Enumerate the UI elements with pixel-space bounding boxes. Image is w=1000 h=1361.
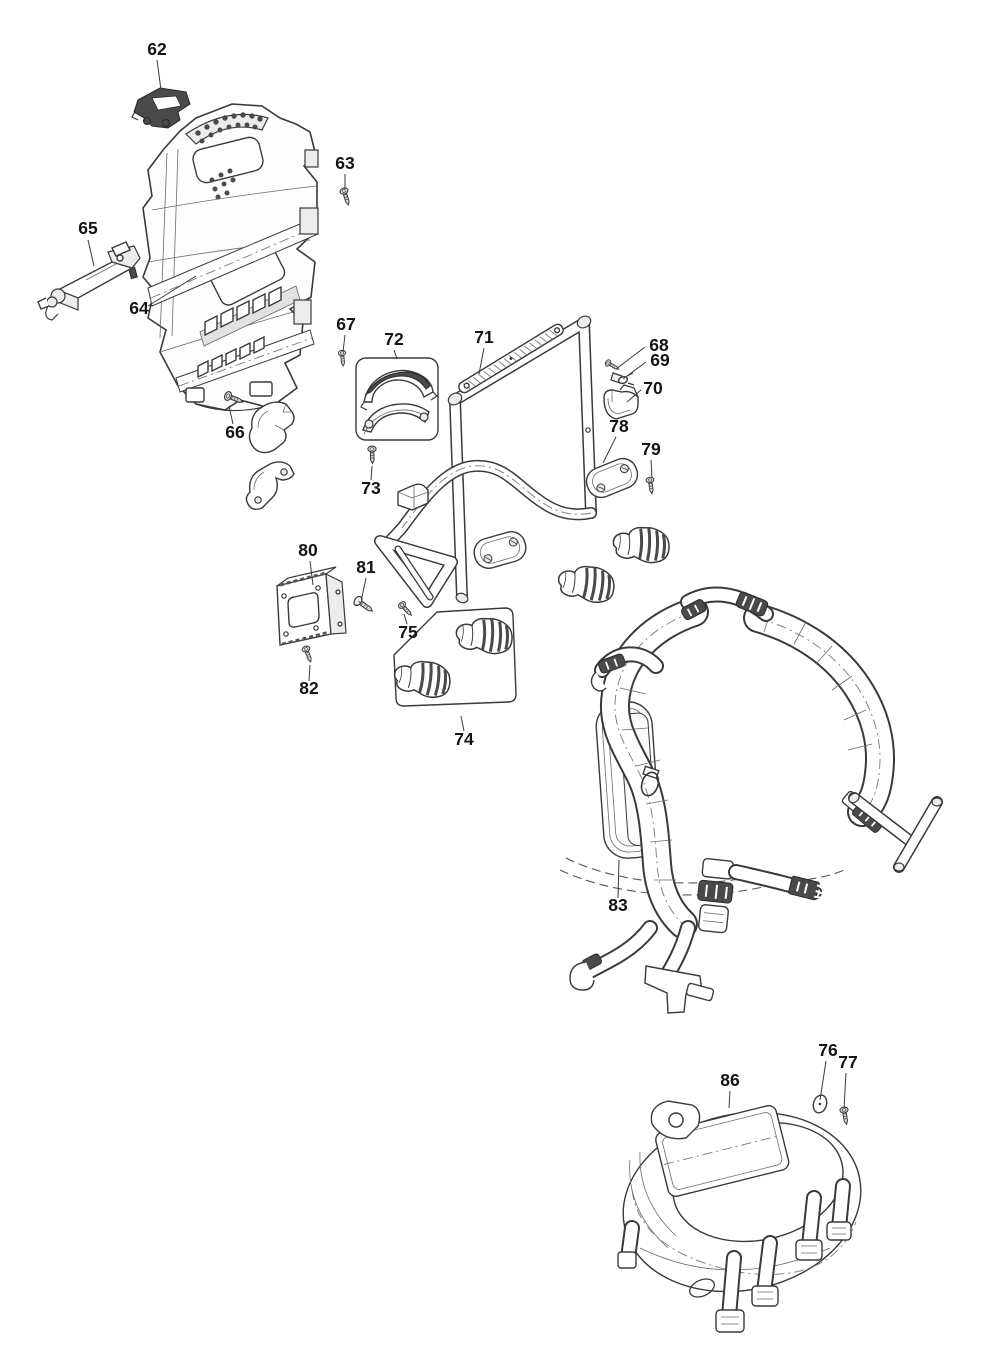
callout-82: 82 bbox=[299, 664, 319, 698]
callout-74: 74 bbox=[454, 715, 474, 749]
part-73-screw bbox=[367, 445, 378, 465]
part-number-81: 81 bbox=[356, 557, 376, 577]
callout-79: 79 bbox=[641, 439, 661, 479]
part-80-bracket-plate bbox=[276, 566, 347, 646]
clamp-upper-right bbox=[610, 522, 673, 566]
callout-64: 64 bbox=[129, 275, 197, 318]
part-86-belt-housing bbox=[617, 1100, 862, 1333]
callout-77: 77 bbox=[838, 1052, 858, 1110]
callout-76: 76 bbox=[818, 1040, 838, 1101]
callout-78: 78 bbox=[602, 416, 629, 464]
part-63-screw bbox=[338, 186, 353, 207]
part-number-70: 70 bbox=[643, 378, 663, 398]
part-number-82: 82 bbox=[299, 678, 319, 698]
part-76-washer bbox=[812, 1094, 828, 1114]
callout-75: 75 bbox=[398, 613, 418, 642]
part-number-83: 83 bbox=[608, 895, 628, 915]
part-75-screw bbox=[396, 599, 415, 619]
part-number-68: 68 bbox=[649, 335, 669, 355]
part-number-74: 74 bbox=[454, 729, 474, 749]
callout-67: 67 bbox=[336, 314, 356, 353]
duct-elbow-upper bbox=[248, 401, 295, 454]
part-77-screw bbox=[838, 1105, 852, 1126]
part-82-screw bbox=[300, 644, 315, 664]
part-number-78: 78 bbox=[609, 416, 629, 436]
part-number-65: 65 bbox=[78, 218, 98, 238]
part-number-73: 73 bbox=[361, 478, 381, 498]
part-70-holder-clip bbox=[603, 384, 639, 420]
part-number-80: 80 bbox=[298, 540, 318, 560]
part-71-pipe-frame bbox=[374, 315, 597, 608]
part-79-screw bbox=[645, 476, 657, 495]
part-83-harness-assembly bbox=[559, 586, 943, 1014]
part-number-62: 62 bbox=[147, 39, 167, 59]
callout-62: 62 bbox=[147, 39, 167, 91]
part-number-72: 72 bbox=[384, 329, 404, 349]
part-69-clip-nut bbox=[610, 372, 635, 386]
part-number-79: 79 bbox=[641, 439, 661, 459]
callouts: 62 63 64 65 66 67 68 69 70 71 72 73 74 7… bbox=[78, 39, 858, 1110]
part-number-71: 71 bbox=[474, 327, 494, 347]
part-65-latch-assembly bbox=[37, 241, 141, 321]
callout-81: 81 bbox=[356, 557, 376, 598]
part-number-75: 75 bbox=[398, 622, 418, 642]
callout-72: 72 bbox=[384, 329, 404, 360]
callout-86: 86 bbox=[720, 1070, 740, 1109]
part-number-63: 63 bbox=[335, 153, 355, 173]
part-number-86: 86 bbox=[720, 1070, 740, 1090]
part-81-bolt bbox=[351, 594, 376, 616]
callout-66: 66 bbox=[225, 405, 245, 442]
callout-69: 69 bbox=[622, 350, 670, 380]
part-67-screw bbox=[337, 349, 348, 367]
callout-70: 70 bbox=[626, 378, 663, 403]
callout-73: 73 bbox=[361, 465, 381, 498]
part-72-grip-set bbox=[355, 357, 439, 441]
part-64-main-housing bbox=[128, 103, 319, 412]
part-74-clamp-set bbox=[390, 607, 517, 707]
clamp-lower-left bbox=[554, 559, 619, 607]
callout-71: 71 bbox=[474, 327, 494, 375]
part-number-64: 64 bbox=[129, 298, 149, 318]
part-number-66: 66 bbox=[225, 422, 245, 442]
part-number-67: 67 bbox=[336, 314, 355, 334]
part-number-77: 77 bbox=[838, 1052, 857, 1072]
callout-65: 65 bbox=[78, 218, 98, 267]
callout-80: 80 bbox=[298, 540, 318, 586]
callout-83: 83 bbox=[608, 859, 628, 915]
part-number-69: 69 bbox=[650, 350, 670, 370]
part-62-cover-bracket bbox=[131, 87, 191, 129]
duct-elbow-lower bbox=[245, 461, 295, 511]
part-68-screw bbox=[603, 358, 621, 373]
part-number-76: 76 bbox=[818, 1040, 838, 1060]
callout-63: 63 bbox=[335, 153, 355, 189]
callout-68: 68 bbox=[615, 335, 669, 370]
